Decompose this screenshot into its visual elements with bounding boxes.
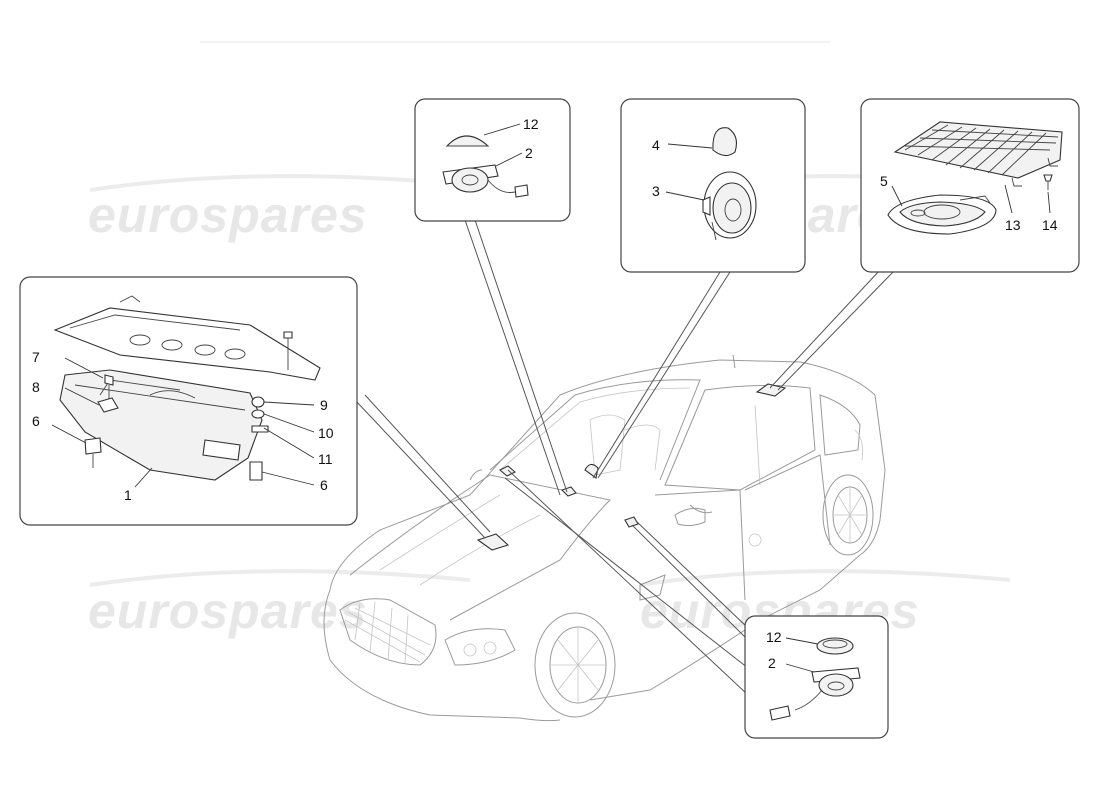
callout-label: 14 bbox=[1042, 217, 1058, 233]
callout-label: 10 bbox=[318, 425, 334, 441]
panel-front-tweeter: 12 2 bbox=[414, 98, 571, 222]
watermark-text: eurospares bbox=[88, 583, 368, 639]
callout-label: 7 bbox=[32, 349, 40, 365]
callout-label: 9 bbox=[320, 397, 328, 413]
callout-label: 2 bbox=[525, 145, 533, 161]
pointer-lines bbox=[354, 219, 896, 696]
callout-label: 4 bbox=[652, 137, 660, 153]
callout-label: 6 bbox=[320, 477, 328, 493]
callout-label: 8 bbox=[32, 379, 40, 395]
callout-label: 1 bbox=[124, 487, 132, 503]
panel-subwoofer: 7 8 6 1 9 10 11 6 bbox=[19, 276, 358, 526]
callout-label: 12 bbox=[766, 629, 782, 645]
panel-rear-speaker: 5 13 14 bbox=[860, 98, 1080, 273]
callout-label: 11 bbox=[318, 451, 333, 467]
callout-label: 2 bbox=[768, 655, 776, 671]
car-illustration bbox=[323, 354, 886, 722]
callout-label: 5 bbox=[880, 173, 888, 189]
watermark-text: eurospares bbox=[88, 187, 368, 243]
panel-frame bbox=[414, 98, 571, 222]
panel-dash-tweeter: 12 2 bbox=[744, 615, 889, 739]
callout-label: 13 bbox=[1005, 217, 1021, 233]
callout-label: 6 bbox=[32, 413, 40, 429]
panel-door-speaker: 4 3 bbox=[620, 98, 806, 273]
callout-label: 3 bbox=[652, 183, 660, 199]
callout-label: 12 bbox=[523, 116, 539, 132]
